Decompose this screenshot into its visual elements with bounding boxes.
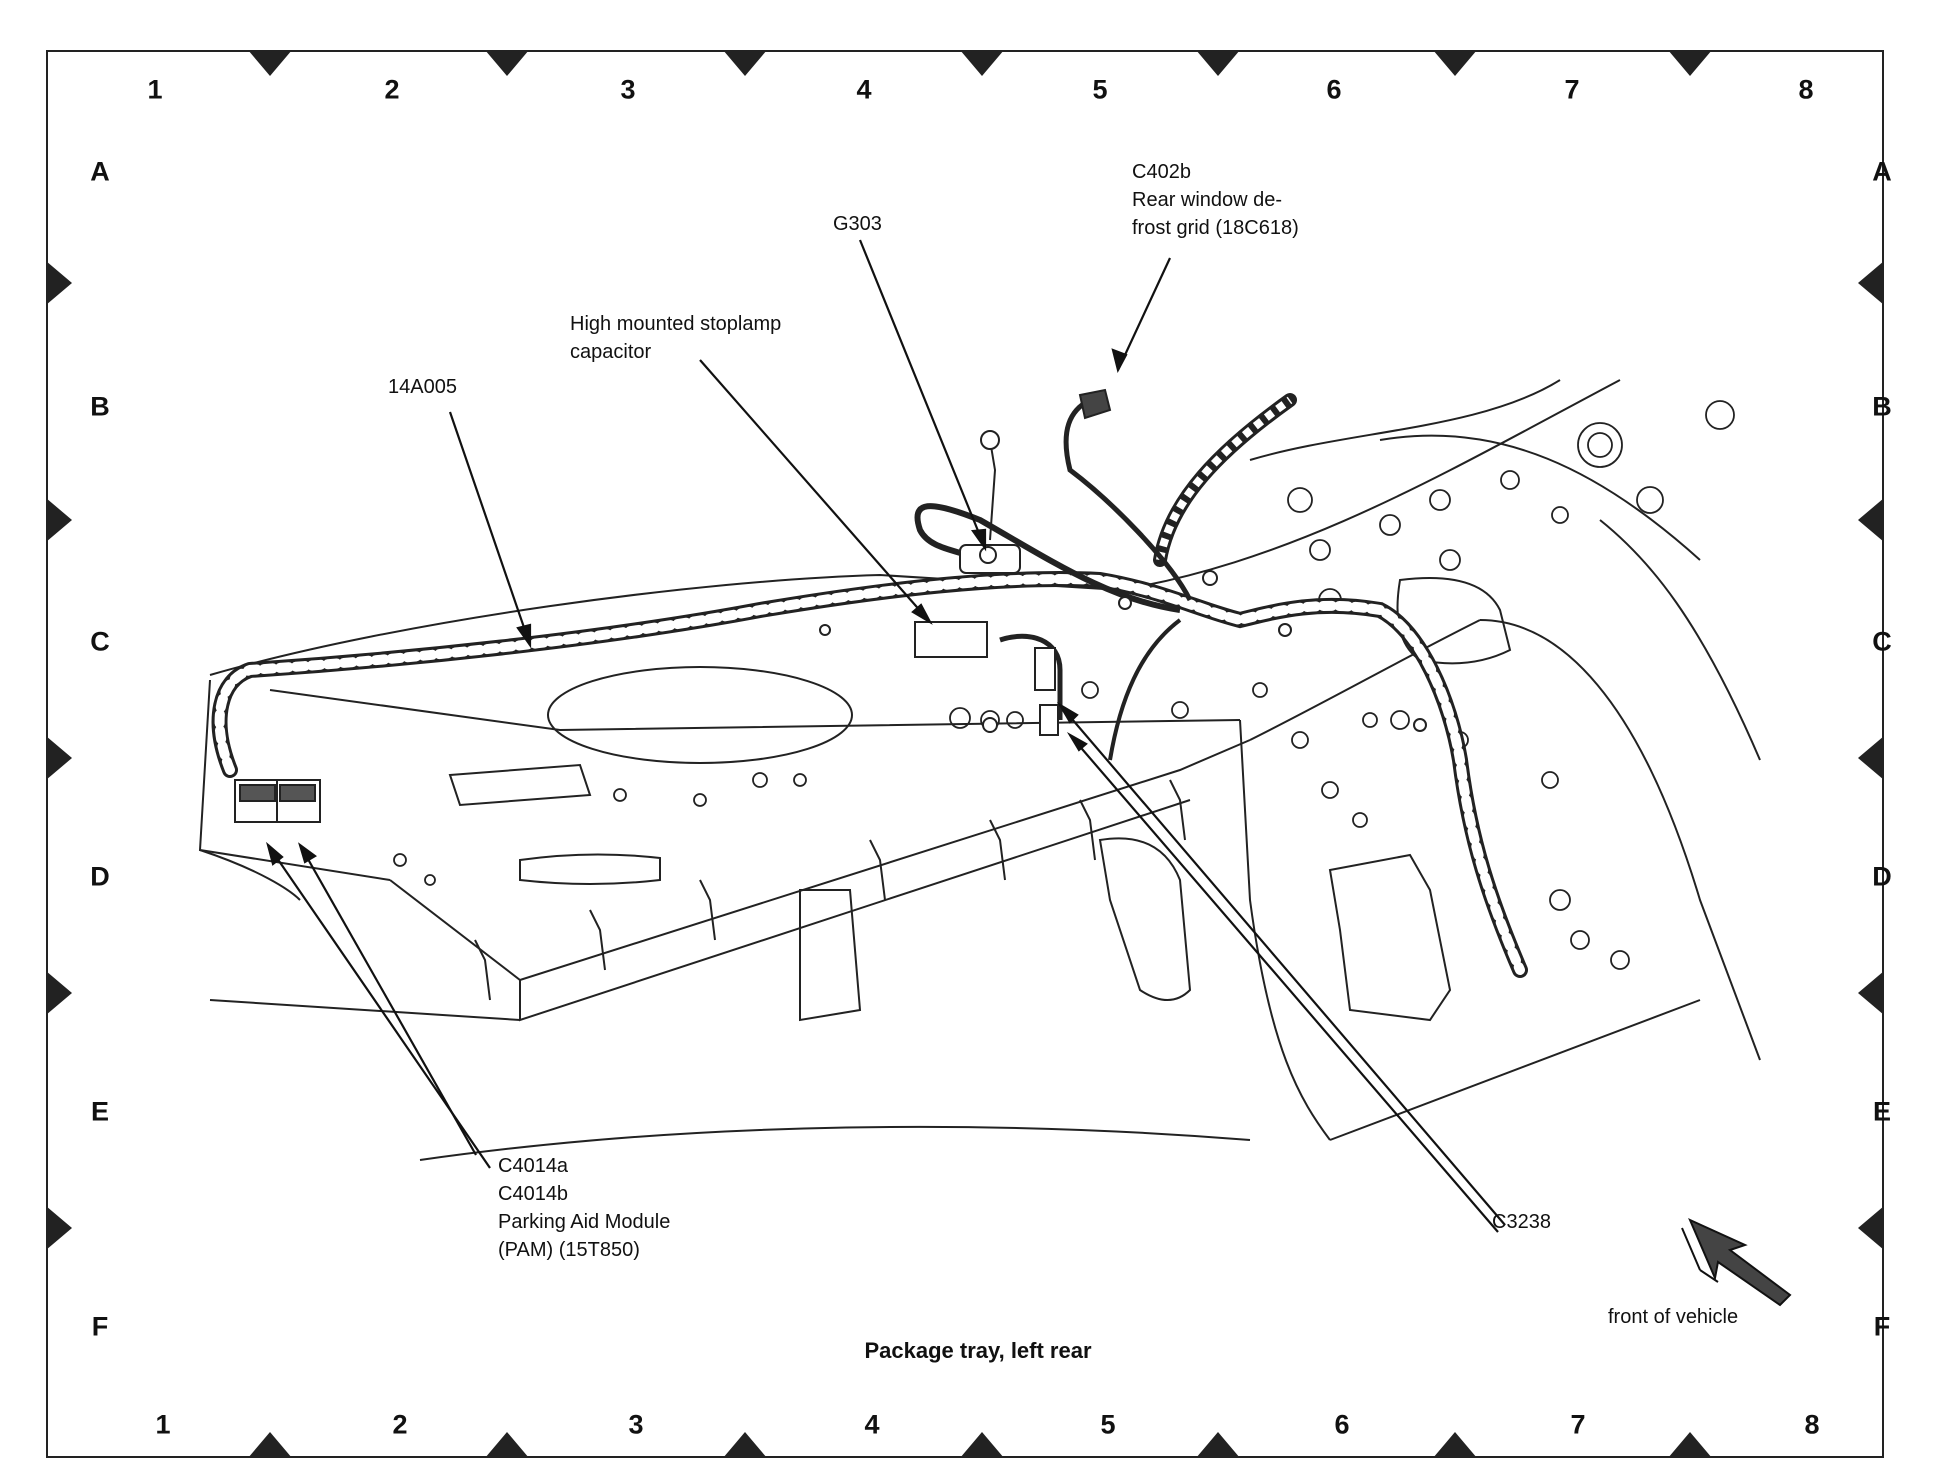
- grid-column-top-5: 5: [1092, 74, 1108, 105]
- grid-column-top-1: 1: [147, 74, 163, 105]
- grid-column-top-7: 7: [1564, 74, 1580, 105]
- grid-marker-top-6: [1433, 50, 1477, 76]
- grid-marker-right-4: [1858, 971, 1884, 1015]
- grid-marker-left-1: [46, 261, 72, 305]
- grid-row-left-E: E: [90, 1096, 110, 1127]
- diagram-caption: Package tray, left rear: [864, 1338, 1092, 1363]
- callout-c402b-id: C402b: [1132, 161, 1191, 183]
- grid-marker-left-4: [46, 971, 72, 1015]
- leader-lines: [266, 239, 1506, 1233]
- grid-column-bottom-8: 8: [1804, 1409, 1820, 1440]
- grid-marker-top-7: [1668, 50, 1712, 76]
- callout-c3238: C3238: [1492, 1208, 1551, 1236]
- callout-pam-desc-line1: Parking Aid Module: [498, 1211, 671, 1233]
- grid-column-top-4: 4: [856, 74, 872, 105]
- grid-marker-bottom-7: [1668, 1432, 1712, 1458]
- grid-marker-top-1: [248, 50, 292, 76]
- grid-column-bottom-5: 5: [1100, 1409, 1116, 1440]
- callout-c402b-desc-line2: frost grid (18C618): [1132, 217, 1299, 239]
- grid-column-top-6: 6: [1326, 74, 1342, 105]
- package-tray-outline: [198, 379, 1761, 1161]
- grid-column-bottom-3: 3: [628, 1409, 644, 1440]
- grid-marker-bottom-3: [723, 1432, 767, 1458]
- grid-row-left-C: C: [90, 626, 110, 657]
- grid-row-right-F: F: [1873, 1311, 1891, 1342]
- grid-column-bottom-1: 1: [155, 1409, 171, 1440]
- grid-column-top-3: 3: [620, 74, 636, 105]
- grid-marker-bottom-2: [485, 1432, 529, 1458]
- grid-marker-left-2: [46, 498, 72, 542]
- tray-cutouts: [448, 577, 1512, 1022]
- grid-column-top-2: 2: [384, 74, 400, 105]
- callout-g303-id: G303: [833, 213, 882, 235]
- callout-c402b-desc-line1: Rear window de-: [1132, 189, 1283, 211]
- callout-c3238-id: C3238: [1492, 1211, 1551, 1233]
- grid-row-left-F: F: [91, 1311, 109, 1342]
- tray-tabs: [474, 779, 1186, 1001]
- grid-row-left-D: D: [90, 861, 110, 892]
- grid-marker-top-2: [485, 50, 529, 76]
- grid-row-right-E: E: [1872, 1096, 1892, 1127]
- callout-stoplamp-line1: High mounted stoplamp: [570, 313, 782, 335]
- callout-pam-id1: C4014a: [498, 1155, 569, 1177]
- grid-column-bottom-6: 6: [1334, 1409, 1350, 1440]
- front-of-vehicle-label: front of vehicle: [1608, 1306, 1739, 1328]
- callout-stoplamp-capacitor: High mounted stoplamp capacitor: [570, 310, 781, 366]
- grid-marker-right-5: [1858, 1206, 1884, 1250]
- grid-marker-bottom-1: [248, 1432, 292, 1458]
- callout-pam: C4014a C4014b Parking Aid Module (PAM) (…: [498, 1152, 670, 1264]
- grid-column-bottom-2: 2: [392, 1409, 408, 1440]
- wiring-harness: [211, 393, 1528, 978]
- grid-row-right-C: C: [1872, 626, 1892, 657]
- grid-markers: [46, 50, 1884, 1458]
- callout-harness-14a005: 14A005: [388, 373, 457, 401]
- grid-marker-left-3: [46, 736, 72, 780]
- grid-marker-right-2: [1858, 498, 1884, 542]
- grid-row-left-A: A: [90, 156, 110, 187]
- grid-marker-bottom-4: [960, 1432, 1004, 1458]
- callout-g303: G303: [833, 210, 882, 238]
- callout-c402b: C402b Rear window de- frost grid (18C618…: [1132, 158, 1299, 242]
- callout-pam-desc-line2: (PAM) (15T850): [498, 1239, 640, 1261]
- grid-column-top-8: 8: [1798, 74, 1814, 105]
- grid-marker-bottom-5: [1196, 1432, 1240, 1458]
- grid-row-left-B: B: [90, 391, 110, 422]
- grid-marker-right-3: [1858, 736, 1884, 780]
- grid-marker-top-4: [960, 50, 1004, 76]
- grid-row-right-A: A: [1872, 156, 1892, 187]
- grid-column-bottom-7: 7: [1570, 1409, 1586, 1440]
- grid-marker-top-5: [1196, 50, 1240, 76]
- grid-row-right-D: D: [1872, 861, 1892, 892]
- grid-marker-top-3: [723, 50, 767, 76]
- grid-marker-right-1: [1858, 261, 1884, 305]
- front-arrow-icon: [1681, 1218, 1792, 1307]
- grid-marker-bottom-6: [1433, 1432, 1477, 1458]
- grid-marker-left-5: [46, 1206, 72, 1250]
- callout-stoplamp-line2: capacitor: [570, 341, 652, 363]
- grid-column-bottom-4: 4: [864, 1409, 880, 1440]
- callout-pam-id2: C4014b: [498, 1183, 569, 1205]
- components: [234, 388, 1427, 823]
- callout-harness-id: 14A005: [388, 376, 457, 398]
- grid-row-right-B: B: [1872, 391, 1892, 422]
